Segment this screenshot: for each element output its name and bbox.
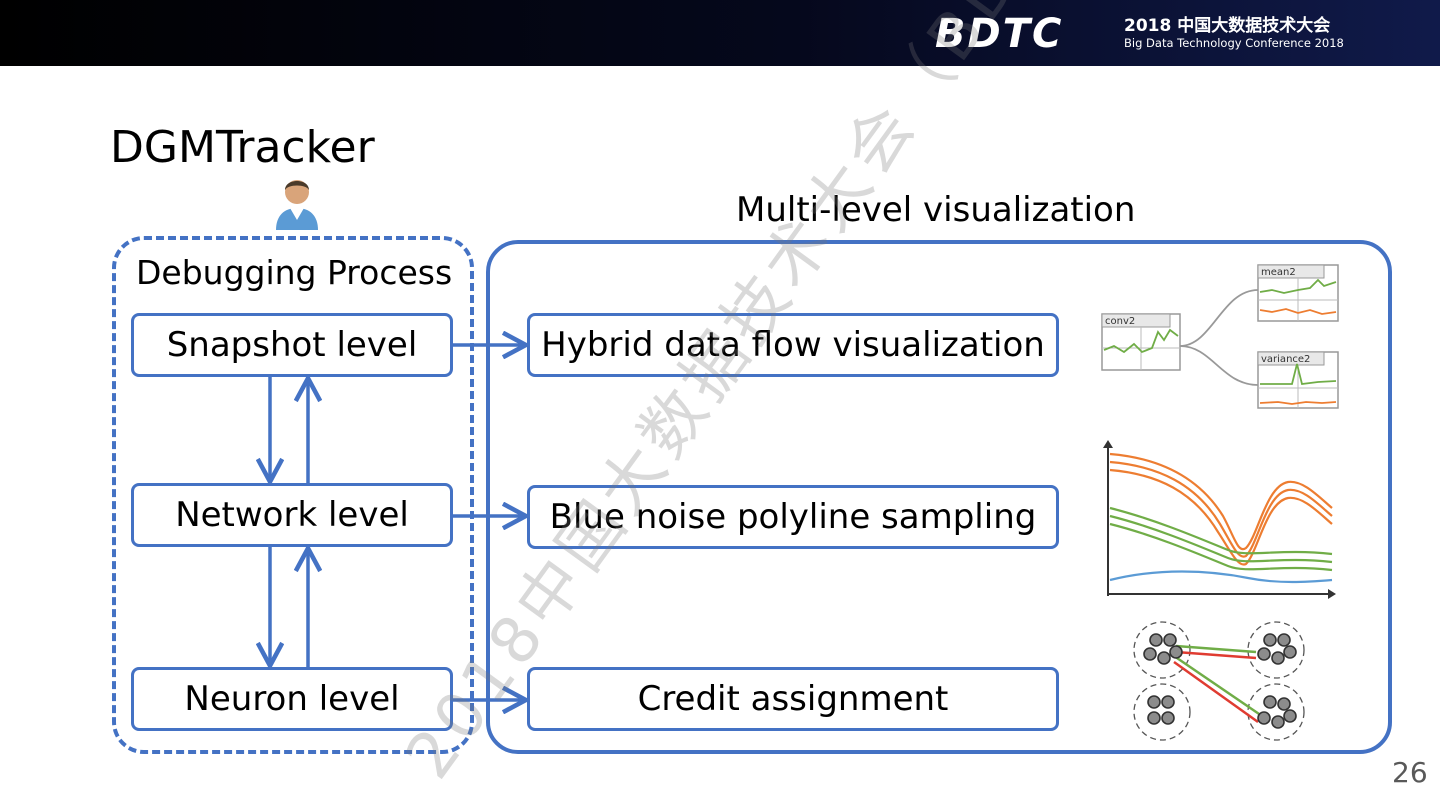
credit-assignment-box: Credit assignment (527, 667, 1059, 731)
network-level-box: Network level (131, 483, 453, 547)
conv2-label: conv2 (1105, 316, 1135, 327)
user-icon (276, 180, 318, 230)
snapshot-level-box: Snapshot level (131, 313, 453, 377)
page-number: 26 (1392, 756, 1428, 789)
debugging-process-label: Debugging Process (136, 253, 453, 292)
debugging-process-container (112, 236, 474, 754)
hybrid-data-flow-box: Hybrid data flow visualization (527, 313, 1059, 377)
variance2-label: variance2 (1261, 354, 1310, 365)
polyline-sampling-thumbnail (1103, 440, 1336, 599)
banner-subtitle: Big Data Technology Conference 2018 (1124, 36, 1344, 50)
blue-noise-polyline-box: Blue noise polyline sampling (527, 485, 1059, 549)
neuron-level-box: Neuron level (131, 667, 453, 731)
multi-level-visualization-label: Multi-level visualization (736, 190, 1136, 230)
credit-assignment-thumbnail (1133, 621, 1305, 741)
multi-level-visualization-container (486, 240, 1392, 754)
banner-year-title: 2018 中国大数据技术大会 (1124, 16, 1331, 36)
slide-title: DGMTracker (110, 122, 375, 173)
conference-banner: BDTC 2018 中国大数据技术大会 Big Data Technology … (0, 0, 1440, 66)
mean2-label: mean2 (1261, 267, 1296, 278)
dataflow-thumbnail: conv2 mean2 variance2 (1101, 264, 1339, 409)
bdtc-logo: BDTC (935, 11, 1064, 57)
